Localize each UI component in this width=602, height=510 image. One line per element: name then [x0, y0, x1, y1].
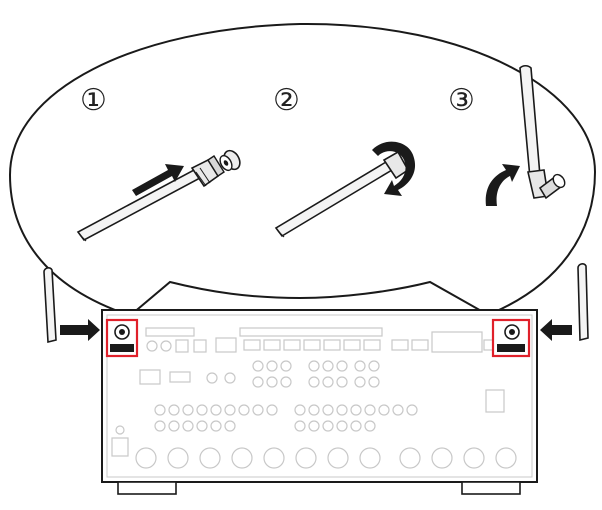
right-insert-arrow-icon — [540, 319, 572, 341]
right-side-antenna — [577, 263, 589, 342]
right-foot — [461, 481, 521, 495]
step-3-label: ③ — [448, 83, 475, 118]
curved-arrow-up-icon — [485, 164, 520, 206]
step-1-connector — [219, 149, 241, 172]
step-1-antenna — [76, 155, 225, 242]
step-3-antenna — [519, 64, 566, 200]
left-foot — [117, 481, 177, 495]
receiver-rear-panel — [101, 309, 538, 495]
left-insert-arrow-icon — [60, 319, 100, 341]
rotate-clockwise-icon — [372, 141, 416, 196]
step-2-label: ② — [273, 83, 300, 118]
left-side-antenna — [43, 267, 57, 344]
right-antenna-terminal — [491, 318, 531, 358]
magnified-callout-bubble — [8, 22, 597, 331]
left-antenna-terminal — [105, 318, 139, 358]
arrow-right-icon — [132, 164, 184, 196]
step-1-label: ① — [80, 83, 107, 118]
